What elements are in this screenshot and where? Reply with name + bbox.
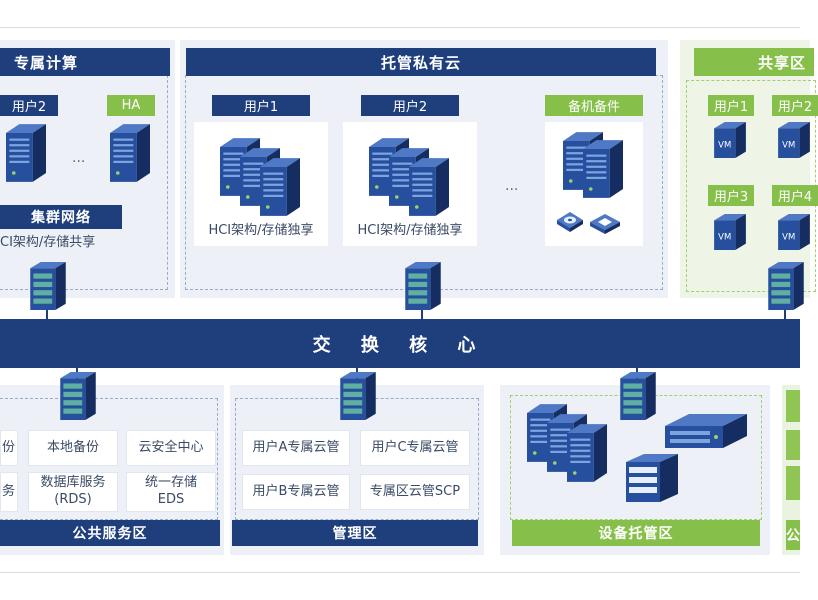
hosted-private-cloud-title: 托管私有云: [186, 48, 656, 76]
switch-icon: [405, 262, 441, 310]
management-title: 管理区: [232, 520, 478, 546]
server-icon: [583, 140, 623, 198]
public-services-frame: [0, 398, 218, 520]
public-service-item: 云安全中心: [126, 430, 216, 466]
right-partial-block: [786, 430, 800, 460]
switch-icon: [30, 262, 66, 310]
shared-zone: [680, 40, 810, 298]
switch-icon: [60, 372, 96, 420]
device-hosting-title: 设备托管区: [512, 520, 760, 546]
server-icon: [6, 124, 46, 182]
management-item: 专属区云管SCP: [360, 474, 470, 510]
shared-zone-title: 共享区: [694, 48, 814, 76]
public-service-item: 份: [0, 430, 18, 466]
network-switch-icon: [665, 414, 747, 448]
cluster-network-bar: 集群网络: [0, 205, 122, 229]
switch-icon: [620, 372, 656, 420]
hosted-arch1-caption: HCI架构/存储独享: [208, 222, 314, 238]
public-service-item: 统一存储 EDS: [126, 472, 216, 512]
right-partial-title: 公: [786, 520, 800, 550]
switch-icon: [340, 372, 376, 420]
connector-line: [46, 300, 48, 322]
shared-user3-tag: 用户3: [708, 185, 754, 206]
vm-icon: [778, 122, 810, 158]
dedicated-arch-caption: CI架构/存储共享: [0, 234, 96, 250]
top-frame-line: [0, 27, 800, 28]
management-item: 用户B专属云管: [242, 474, 350, 510]
storage-icon: [626, 454, 678, 502]
disk-icon: [557, 212, 583, 232]
dedicated-dots: ...: [72, 150, 86, 166]
backup-parts-tag: 备机备件: [545, 95, 643, 116]
right-partial-block: [786, 466, 800, 500]
dedicated-user-tag: 用户2: [0, 95, 58, 116]
switch-icon: [768, 262, 804, 310]
management-item: 用户A专属云管: [242, 430, 350, 466]
server-icon: [110, 124, 150, 182]
connector-line: [421, 300, 423, 322]
hosted-user2-tag: 用户2: [361, 95, 459, 116]
vm-icon: [714, 122, 746, 158]
shared-user1-tag: 用户1: [708, 95, 754, 116]
public-service-item: 数据库服务 (RDS): [28, 472, 118, 512]
right-partial-block: [786, 390, 800, 422]
public-service-item: 本地备份: [28, 430, 118, 466]
shared-user2-tag: 用户2: [772, 95, 818, 116]
public-services-title: 公共服务区: [0, 520, 220, 546]
dedicated-compute-title: 专属计算: [0, 48, 170, 76]
server-icon: [567, 424, 607, 482]
vm-icon: [714, 214, 746, 250]
memory-icon: [590, 214, 620, 234]
server-icon: [409, 158, 449, 216]
hosted-arch2-caption: HCI架构/存储独享: [357, 222, 463, 238]
hosted-user1-tag: 用户1: [212, 95, 310, 116]
hosted-dots: ...: [505, 178, 519, 194]
vm-icon: [778, 214, 810, 250]
management-item: 用户C专属云管: [360, 430, 470, 466]
connector-line: [784, 300, 786, 322]
switching-core-bar: 交 换 核 心: [0, 319, 800, 368]
dedicated-ha-tag: HA: [107, 95, 155, 116]
bottom-frame-line: [0, 572, 800, 573]
shared-user4-tag: 用户4: [772, 185, 818, 206]
public-service-item: 务: [0, 472, 18, 512]
server-icon: [260, 158, 300, 216]
